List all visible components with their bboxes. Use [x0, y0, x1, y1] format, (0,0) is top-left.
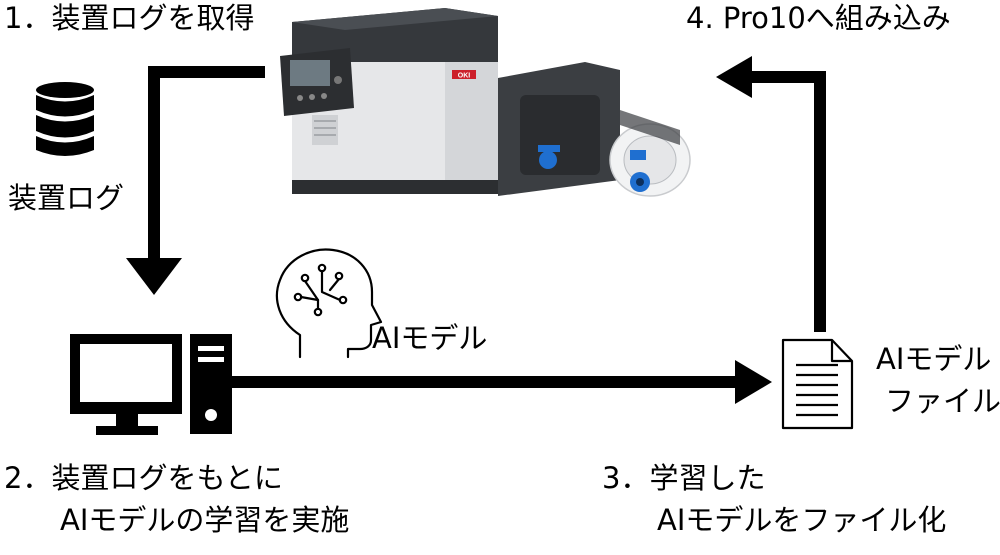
ai-model-label: AIモデル: [372, 321, 488, 355]
step2-label-line2: AIモデルの学習を実施: [60, 503, 350, 537]
database-icon: [36, 82, 94, 156]
step3-label-line2: AIモデルをファイル化: [657, 503, 947, 537]
arrow-computer-to-file: [232, 360, 772, 404]
device-log-label: 装置ログ: [8, 181, 125, 215]
ai-model-file-label-line2: ファイル: [885, 384, 1000, 418]
step1-label: 1．装置ログを取得: [4, 1, 255, 35]
printer-logo-text: OKI: [458, 73, 471, 80]
step4-label: 4. Pro10へ組み込み: [686, 1, 951, 35]
arrow-log-to-computer: [126, 66, 265, 295]
ai-model-file-label-line1: AIモデル: [876, 342, 992, 376]
step2-label-line1: 2．装置ログをもとに: [4, 461, 283, 495]
step3-label-line1: 3．学習した: [602, 461, 766, 495]
ai-head-icon: [275, 248, 383, 359]
label-printer-image: OKI: [280, 8, 691, 197]
desktop-computer-icon: [70, 334, 232, 435]
arrow-file-to-printer: [716, 56, 826, 332]
document-file-icon: [781, 338, 854, 430]
